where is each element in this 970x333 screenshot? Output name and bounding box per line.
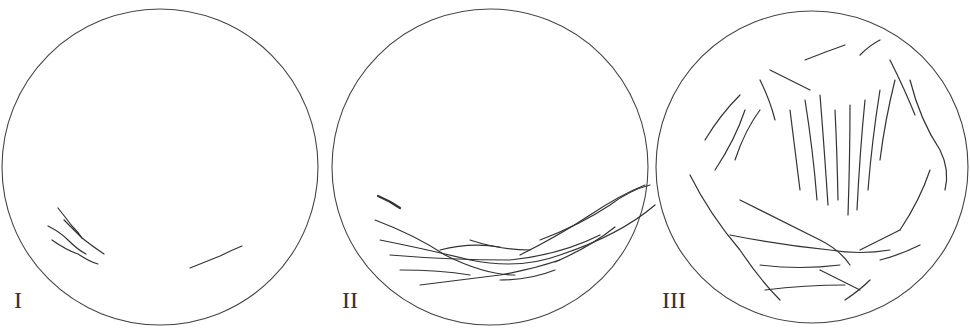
roman-numeral: II [340, 288, 360, 312]
fibre-strokes [48, 40, 947, 300]
field-outline [2, 9, 968, 325]
roman-numeral: III [660, 288, 688, 312]
roman-numeral: I [12, 288, 24, 312]
